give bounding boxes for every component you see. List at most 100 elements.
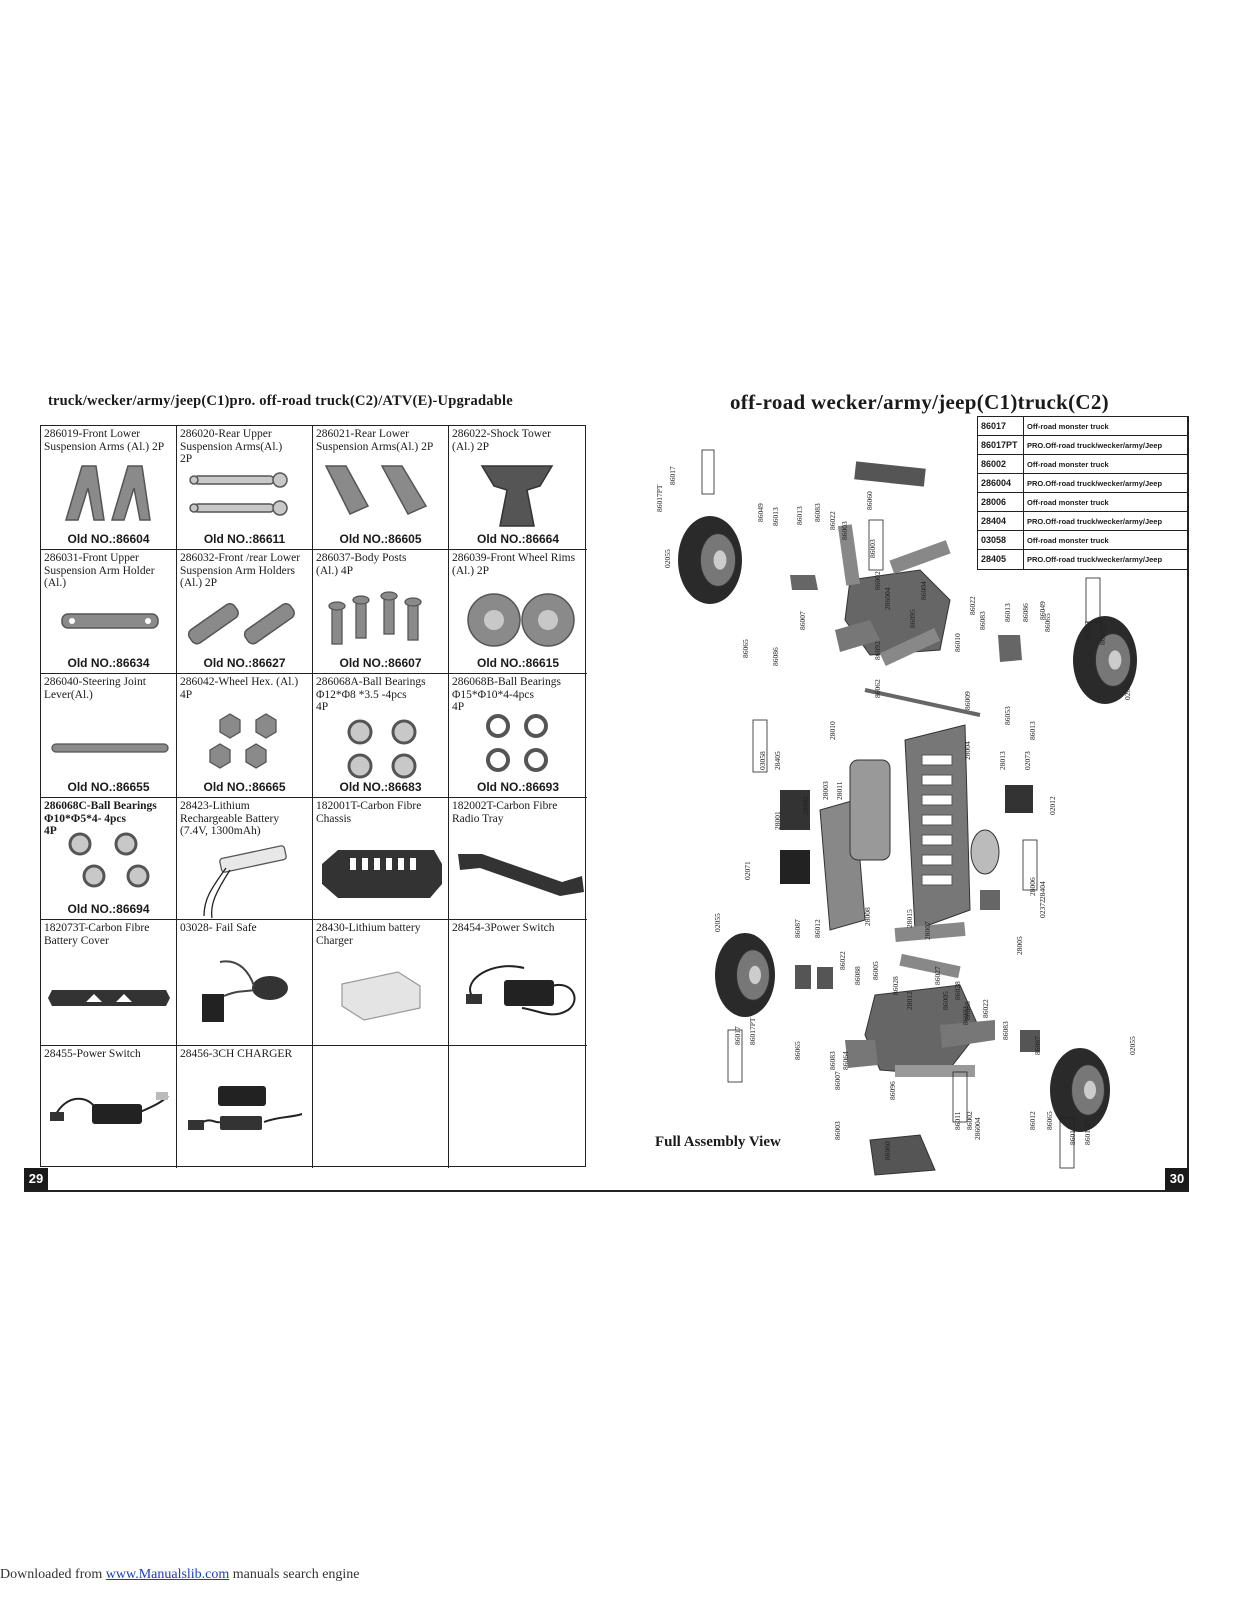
part-number-label: 28013 bbox=[998, 751, 1007, 770]
part-number-label: 86028 bbox=[891, 976, 900, 995]
part-title: 28430-Lithium battery Charger bbox=[316, 922, 421, 947]
part-number-label: 86011 bbox=[953, 1111, 962, 1130]
chassis-slot-shape bbox=[921, 834, 953, 846]
footer-prefix: Downloaded from bbox=[0, 1567, 106, 1582]
model-description: Off-road monster truck bbox=[1027, 498, 1109, 507]
part-number-label: 86017 bbox=[1068, 1126, 1077, 1145]
part-number-label: 02055 bbox=[1128, 1036, 1137, 1055]
receiver-box-shape bbox=[780, 790, 810, 830]
shock-absorber-shape bbox=[837, 524, 861, 586]
chassis-slot-shape bbox=[921, 854, 953, 866]
part-title: 286020-Rear Upper Suspension Arms(Al.) 2… bbox=[180, 428, 283, 465]
part-cell: 286040-Steering Joint Lever(Al.)Old NO.:… bbox=[41, 674, 177, 798]
full-assembly-caption: Full Assembly View bbox=[655, 1134, 781, 1150]
part-cell: 28423-Lithium Rechargeable Battery (7.4V… bbox=[177, 798, 313, 920]
old-part-number: Old NO.:86605 bbox=[339, 532, 422, 546]
part-number-label: 28405 bbox=[773, 751, 782, 770]
shock-absorber-shape bbox=[895, 1065, 975, 1077]
suspension-arm-shape bbox=[845, 1040, 878, 1068]
model-description: PRO.Off-road truck/wecker/army/Jeep bbox=[1027, 479, 1163, 488]
part-number-label: 28008 bbox=[863, 907, 872, 926]
arm-holder-illustration bbox=[61, 613, 159, 629]
part-number-label: 86062 bbox=[873, 679, 882, 698]
battery-charger-illustration bbox=[341, 971, 421, 1021]
page-number-left: 29 bbox=[24, 1168, 48, 1190]
old-part-number: Old NO.:86693 bbox=[476, 780, 560, 794]
part-number-label: 86060 bbox=[865, 491, 874, 510]
part-number-label: 86005 bbox=[871, 961, 880, 980]
model-description: Off-road monster truck bbox=[1027, 536, 1109, 545]
front-bumper-shape bbox=[854, 461, 926, 487]
part-number-label: 86053 bbox=[1003, 706, 1012, 725]
ball-bearings-illustration bbox=[68, 832, 150, 888]
motor-shape bbox=[970, 829, 1000, 875]
label-box bbox=[727, 1029, 743, 1083]
old-part-number: Old NO.:86607 bbox=[339, 656, 422, 670]
old-part-number: Old NO.:86655 bbox=[67, 780, 150, 794]
part-number-label: 86007 bbox=[833, 1071, 842, 1090]
part-number-label: 86013 bbox=[1003, 603, 1012, 622]
part-number-label: 86013 bbox=[795, 506, 804, 525]
part-number-label: 86017PT bbox=[748, 1017, 757, 1045]
part-cell bbox=[449, 1046, 587, 1168]
old-part-number: Old NO.:86665 bbox=[203, 780, 286, 794]
part-number-label: 86086 bbox=[1021, 603, 1030, 622]
model-code: 86017PT bbox=[978, 436, 1024, 454]
part-title: 286019-Front Lower Suspension Arms (Al.)… bbox=[44, 428, 165, 453]
part-number-label: 86017 bbox=[1083, 621, 1092, 640]
part-number-label: 86087 bbox=[1033, 1036, 1042, 1055]
part-title: 286031-Front Upper Suspension Arm Holder… bbox=[44, 552, 155, 589]
part-number-label: 28007 bbox=[923, 921, 932, 940]
label-box bbox=[1085, 577, 1101, 623]
part-cell: 28456-3CH CHARGER bbox=[177, 1046, 313, 1168]
part-cell: 182002T-Carbon Fibre Radio Tray bbox=[449, 798, 587, 920]
fail-safe-illustration bbox=[202, 960, 288, 1022]
part-number-label: 86013 bbox=[1028, 721, 1037, 740]
part-number-label: 86095 bbox=[908, 609, 917, 628]
part-cell: 28455-Power Switch bbox=[41, 1046, 177, 1168]
part-cell: 286021-Rear Lower Suspension Arms(Al.) 2… bbox=[313, 426, 449, 550]
part-number-label: 86087 bbox=[793, 919, 802, 938]
old-part-number: Old NO.:86683 bbox=[339, 780, 422, 794]
body-posts-illustration bbox=[328, 591, 422, 645]
suspension-arm-illustration bbox=[324, 465, 428, 515]
part-cell bbox=[313, 1046, 449, 1168]
model-code: 86017 bbox=[978, 417, 1024, 435]
part-number-label: 86012 bbox=[813, 919, 822, 938]
part-number-label: 02071 bbox=[743, 861, 752, 880]
part-number-label: 02055 bbox=[663, 549, 672, 568]
part-number-label: 28001 bbox=[773, 811, 782, 830]
part-number-label: 28002 bbox=[801, 796, 810, 815]
power-switch-illustration bbox=[466, 965, 576, 1016]
part-number-label: 28005 bbox=[1015, 936, 1024, 955]
part-title: 182073T-Carbon Fibre Battery Cover bbox=[44, 922, 150, 947]
part-number-label: 86017PT bbox=[655, 484, 664, 512]
part-number-label: 28404 bbox=[1038, 881, 1047, 900]
download-footer: Downloaded from www.Manualslib.com manua… bbox=[0, 1567, 360, 1583]
parts-grid: 286019-Front Lower Suspension Arms (Al.)… bbox=[40, 425, 587, 1168]
manualslib-link[interactable]: www.Manualslib.com bbox=[105, 1567, 230, 1582]
ball-bearings-illustration bbox=[486, 714, 548, 772]
part-number-label: 86027 bbox=[933, 966, 942, 985]
part-number-label: 86002 bbox=[873, 571, 882, 590]
part-title: 286039-Front Wheel Rims (Al.) 2P bbox=[452, 552, 576, 577]
shock-tower-illustration bbox=[480, 465, 554, 527]
wheel-hex-illustration bbox=[209, 713, 277, 769]
part-number-label: 86028 bbox=[953, 981, 962, 1000]
model-description: PRO.Off-road truck/wecker/army/Jeep bbox=[1027, 555, 1163, 564]
label-box bbox=[868, 519, 884, 571]
old-part-number: Old NO.:86694 bbox=[67, 902, 150, 916]
part-number-label: 86086 bbox=[771, 647, 780, 666]
hub-shape bbox=[749, 965, 761, 985]
model-description: PRO.Off-road truck/wecker/army/Jeep bbox=[1027, 441, 1163, 450]
part-number-label: 86083 bbox=[828, 1051, 837, 1070]
part-number-label: 86049 bbox=[756, 503, 765, 522]
